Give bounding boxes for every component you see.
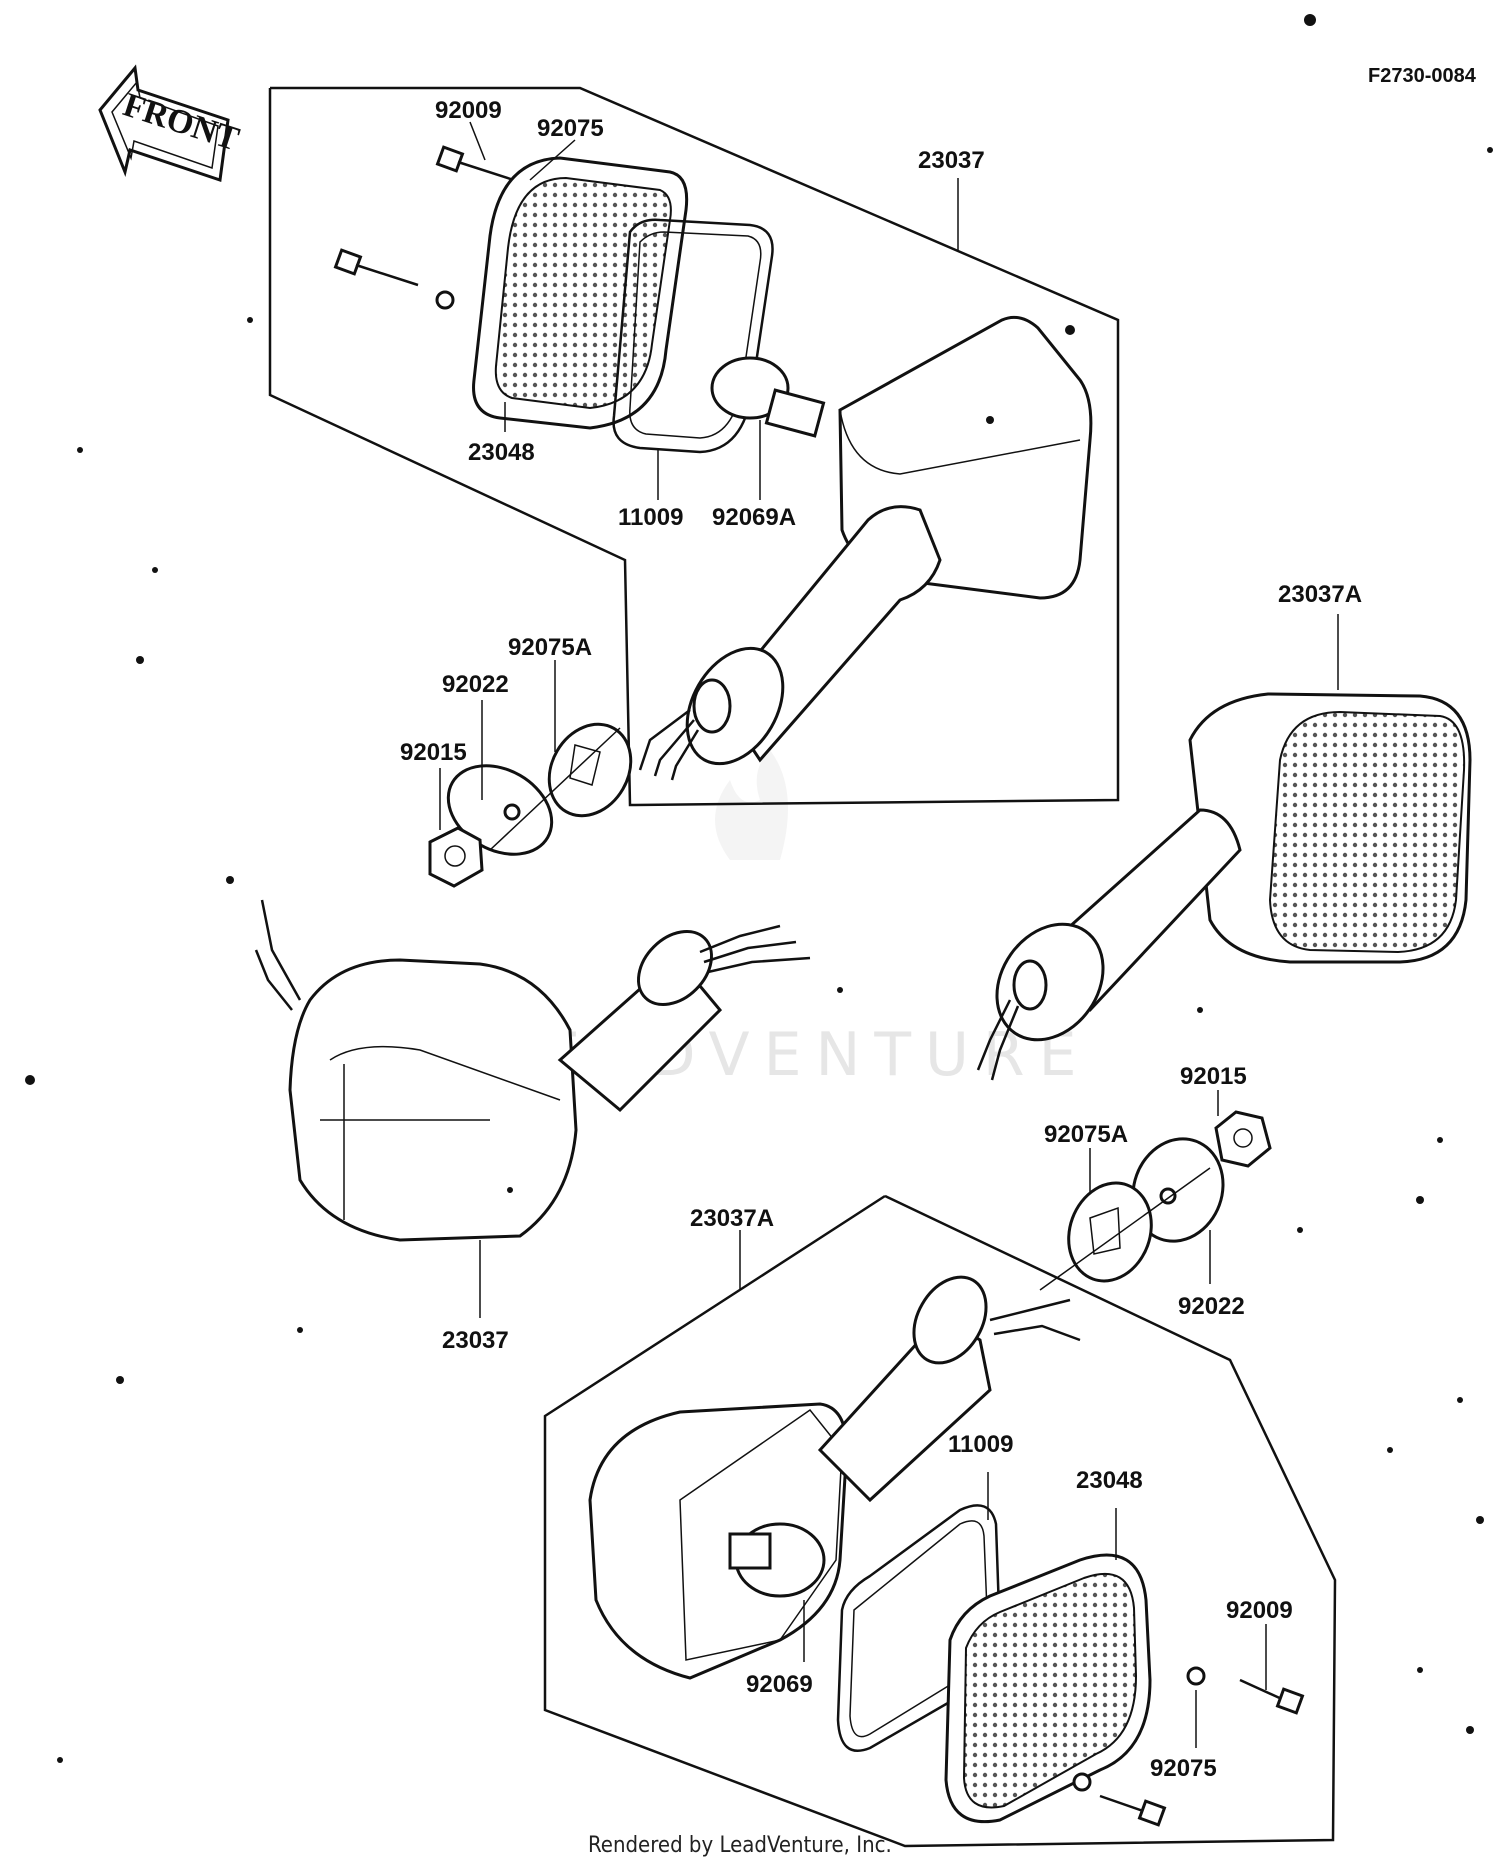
lower-bulb-label: 92069 (746, 1671, 813, 1698)
upper-washer-label: 92075 (537, 115, 604, 142)
lower-washer-1 (1186, 1666, 1206, 1686)
credit-text: Rendered by LeadVenture, Inc. (588, 1833, 892, 1858)
upper-nut-label: 92015 (400, 739, 467, 766)
lower-screw-2 (1099, 1794, 1167, 1827)
lower-lens (944, 1553, 1152, 1824)
upper-signal-housing (638, 315, 1093, 781)
lower-gasket-label: 11009 (948, 1431, 1013, 1458)
middle-nut-label: 92015 (1180, 1063, 1247, 1090)
upper-plain-washer-label: 92022 (442, 671, 509, 698)
front-arrow-icon (98, 64, 230, 182)
lower-signal-housing (588, 1275, 1081, 1680)
lower-screw-label: 92009 (1226, 1597, 1293, 1624)
middle-plain-washer-label: 92022 (1178, 1293, 1245, 1320)
left-signal-label: 23037 (442, 1327, 509, 1354)
lower-lens-label: 23048 (1076, 1467, 1143, 1494)
lower-outline-label: 23037A (690, 1205, 774, 1232)
lower-washer-label: 92075 (1150, 1755, 1217, 1782)
middle-nut (1214, 1110, 1272, 1168)
middle-plain-washer (1131, 1137, 1225, 1243)
upper-outline-label: 23037 (918, 147, 985, 174)
lower-group-outline (543, 1194, 1337, 1848)
lower-washer-2 (1072, 1772, 1092, 1792)
upper-bulb-label: 92069A (712, 504, 796, 531)
scan-noise (25, 14, 1493, 1763)
upper-nut (428, 826, 484, 888)
upper-screw-1 (435, 145, 521, 184)
upper-bushing-label: 92075A (508, 634, 592, 661)
left-signal-assembly (254, 899, 811, 1242)
lower-screw-1 (1239, 1678, 1305, 1715)
right-signal-label: 23037A (1278, 581, 1362, 608)
upper-lens-label: 23048 (468, 439, 535, 466)
upper-plain-washer (446, 764, 554, 856)
upper-group-outline (268, 86, 1120, 807)
upper-bushing (547, 722, 633, 818)
diagram-code: F2730-0084 (1368, 65, 1477, 87)
upper-gasket-label: 11009 (618, 504, 683, 531)
right-signal-assembly (976, 692, 1472, 1081)
upper-screw-2 (333, 248, 419, 287)
upper-washer-2 (435, 290, 455, 310)
upper-lens (472, 156, 689, 430)
middle-bushing (1067, 1181, 1153, 1283)
upper-bulb (710, 356, 826, 438)
middle-bushing-label: 92075A (1044, 1121, 1128, 1148)
upper-screw-label: 92009 (435, 97, 502, 124)
lower-bulb (728, 1522, 826, 1598)
